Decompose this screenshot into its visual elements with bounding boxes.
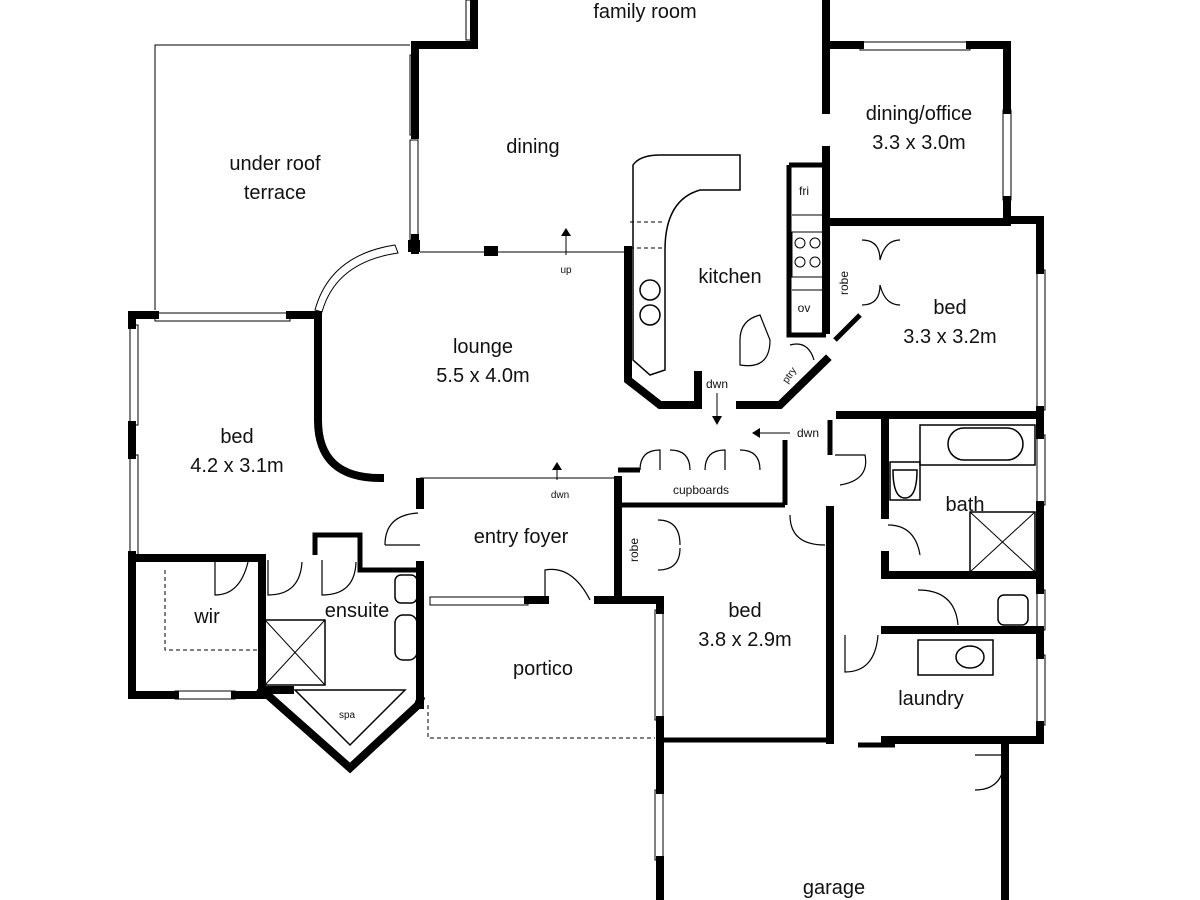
label-dining-office: dining/office (866, 103, 972, 125)
label-bed-west-size: 4.2 x 3.1m (190, 455, 283, 477)
label-lounge: lounge (453, 336, 513, 358)
label-laundry: laundry (898, 688, 964, 710)
label-dining-office-size: 3.3 x 3.0m (872, 132, 965, 154)
label-kitchen: kitchen (698, 266, 761, 288)
label-dining: dining (506, 136, 559, 158)
label-under-roof: under roof (229, 153, 321, 175)
label-robe-mid: robe (627, 538, 641, 562)
label-ensuite: ensuite (325, 600, 390, 622)
label-bed-east-size: 3.3 x 3.2m (903, 326, 996, 348)
stair-arrows (552, 228, 790, 480)
room-labels: family room dining under roof terrace di… (190, 1, 996, 899)
label-oven: ov (798, 301, 811, 315)
label-entry-foyer: entry foyer (474, 526, 569, 548)
label-terrace: terrace (244, 182, 306, 204)
label-pantry: ptry (781, 366, 800, 386)
label-bed-east: bed (933, 297, 966, 319)
kitchen-fixtures (632, 154, 825, 376)
label-family-room: family room (593, 1, 696, 23)
label-lounge-size: 5.5 x 4.0m (436, 365, 529, 387)
label-bath: bath (946, 494, 985, 516)
label-fridge: fri (799, 184, 809, 198)
label-stairs-down-lounge: dwn (551, 490, 569, 501)
label-bed-mid: bed (728, 600, 761, 622)
windows (129, 0, 1046, 861)
label-stairs-up: up (560, 265, 572, 276)
label-spa: spa (339, 710, 356, 721)
wet-area-fixtures (264, 424, 1036, 747)
label-robe-east: robe (837, 271, 851, 295)
label-stairs-down-kitchen: dwn (706, 377, 728, 391)
label-cupboards: cupboards (673, 483, 729, 497)
walls (128, 0, 1044, 900)
label-bed-west: bed (220, 426, 253, 448)
thin-lines (154, 44, 665, 739)
label-stairs-down-hall: dwn (797, 426, 819, 440)
label-portico: portico (513, 658, 573, 680)
label-garage: garage (803, 877, 865, 899)
stair-labels: up dwn dwn dwn (551, 265, 819, 501)
label-wir: wir (193, 606, 220, 628)
label-bed-mid-size: 3.8 x 2.9m (698, 629, 791, 651)
doors (214, 239, 1006, 791)
